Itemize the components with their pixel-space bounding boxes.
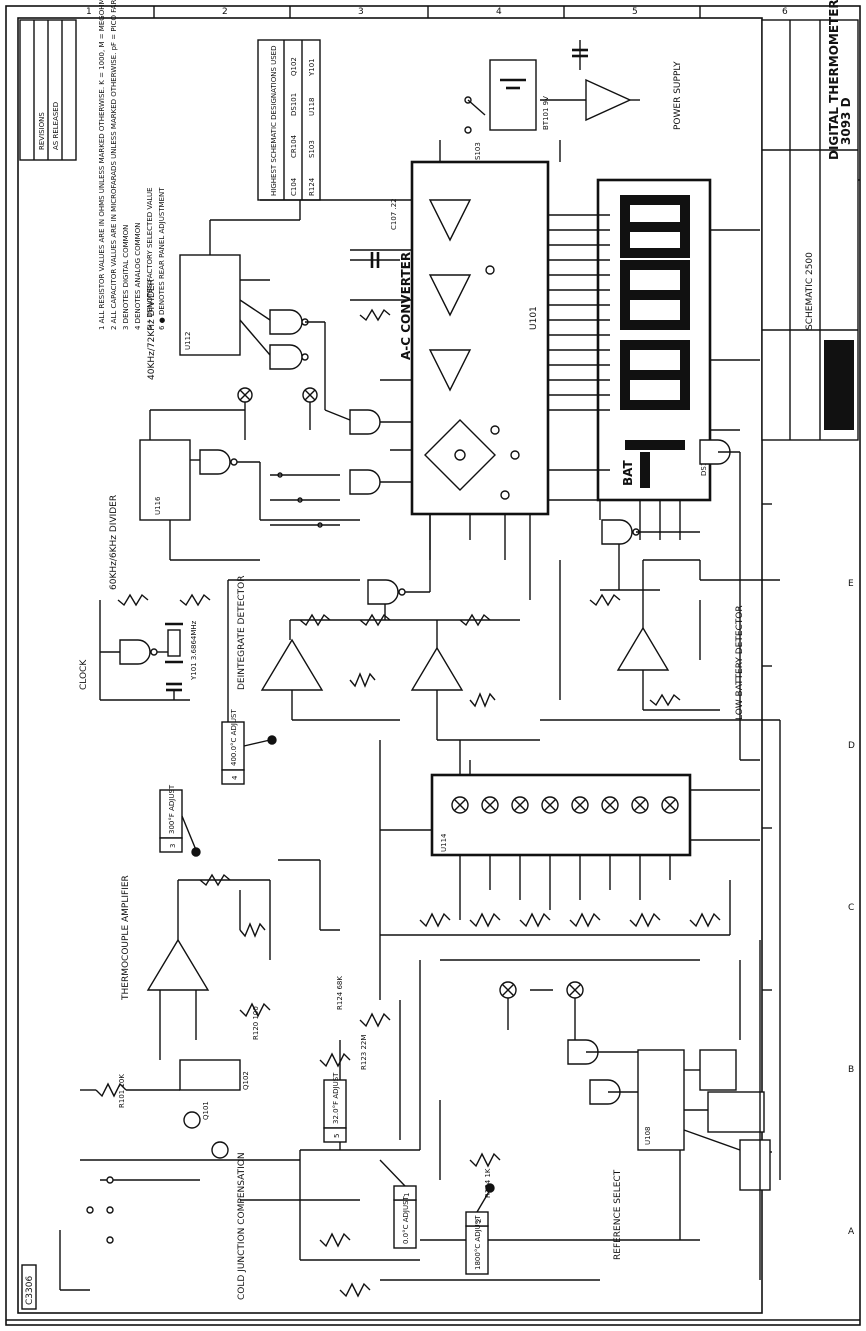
crystal-label: Y101 3.6864MHz bbox=[190, 620, 198, 681]
section-divider-40: 40KHz/72KHz DIVIDER bbox=[147, 279, 157, 380]
revision-entry: AS RELEASED bbox=[52, 102, 60, 150]
adjust-box-400c: 400.0°C ADJUST 4 bbox=[221, 709, 245, 785]
thermocouple-amplifier: THERMOCOUPLE AMPLIFIER Q101 Q102 bbox=[121, 859, 340, 1159]
note-4: 4 DENOTES ANALOG COMMON bbox=[134, 223, 142, 330]
adjust-box-32f: 32.0°F ADJUST 5 bbox=[323, 1072, 347, 1143]
table-cell: C104 bbox=[290, 177, 298, 196]
battery-label: BT101 9V bbox=[542, 96, 550, 130]
border-number: 1 bbox=[86, 7, 92, 17]
ac-converter-ic: A-C CONVERTER U101 bbox=[260, 160, 610, 600]
border-number: 2 bbox=[222, 7, 228, 17]
resistor-ladder bbox=[379, 860, 731, 1000]
svg-text:5: 5 bbox=[333, 1134, 341, 1138]
reference-logic: U108 REFERENCE SELECT bbox=[420, 940, 771, 1280]
adjust-pointers bbox=[181, 735, 495, 1213]
border-number: 5 bbox=[632, 7, 638, 17]
r124-label: R124 68K bbox=[336, 976, 344, 1010]
note-5: 5 * DENOTES FACTORY SELECTED VALUE bbox=[146, 187, 154, 330]
passive-network: R101 10K R104 1K R120 100 R124 68K R123 … bbox=[80, 976, 600, 1300]
section-ac-converter: A-C CONVERTER bbox=[399, 252, 413, 360]
low-battery-detector: LOW BATTERY DETECTOR bbox=[589, 439, 780, 761]
table-cell: DS101 bbox=[290, 93, 298, 116]
svg-text:1800°C ADJUST: 1800°C ADJUST bbox=[474, 1215, 482, 1270]
divider-40-72: U112 40KHz/72KHz DIVIDER bbox=[147, 200, 412, 495]
svg-text:2: 2 bbox=[475, 1219, 483, 1223]
svg-text:32.0°F ADJUST: 32.0°F ADJUST bbox=[332, 1072, 340, 1124]
adjust-box-300f: 300°F ADJUST 3 bbox=[159, 784, 183, 853]
r104-label: R104 1K bbox=[484, 1168, 492, 1198]
note-6: 6 ● DENOTES REAR PANEL ADJUSTMENT bbox=[158, 187, 166, 330]
border-letter: E bbox=[848, 579, 854, 589]
svg-text:300°F ADJUST: 300°F ADJUST bbox=[168, 784, 176, 834]
note-1: 1 ALL RESISTOR VALUES ARE IN OHMS UNLESS… bbox=[98, 0, 106, 330]
table-title: HIGHEST SCHEMATIC DESIGNATIONS USED bbox=[270, 46, 278, 197]
svg-text:0.0°C ADJUST: 0.0°C ADJUST bbox=[402, 1195, 410, 1244]
input-terminals bbox=[59, 1176, 114, 1291]
border-letter: A bbox=[848, 1227, 855, 1237]
note-2: 2 ALL CAPACITOR VALUES ARE IN MICROFARAD… bbox=[110, 0, 118, 330]
section-thermocouple: THERMOCOUPLE AMPLIFIER bbox=[121, 875, 131, 1001]
integrator-cap: C107 .22 bbox=[350, 198, 400, 322]
divider-60-6: U116 60KHz/6KHz DIVIDER bbox=[109, 409, 360, 590]
adjust-box-0c: 0.0°C ADJUST 1 bbox=[393, 1185, 417, 1249]
r120-label: R120 100 bbox=[252, 1006, 260, 1040]
r123-label: R123 22M bbox=[360, 1035, 368, 1070]
border-letter: C bbox=[848, 903, 854, 913]
analog-switch-ic: U114 bbox=[380, 740, 760, 920]
r101-label: R101 10K bbox=[118, 1074, 126, 1108]
adjust-box-1800c: 1800°C ADJUST 2 bbox=[465, 1211, 489, 1275]
title-line-1: SCHEMATIC 2500 bbox=[805, 252, 815, 330]
table-cell: R124 bbox=[308, 177, 316, 196]
power-supply: POWER SUPPLY BT101 9V S103 bbox=[439, 40, 683, 162]
border-number: 4 bbox=[496, 7, 502, 17]
table-cell: S103 bbox=[308, 140, 316, 158]
drawing-number: 3093 D bbox=[839, 97, 853, 145]
ic-label: U112 bbox=[184, 332, 192, 350]
table-cell: Q102 bbox=[290, 57, 298, 76]
q102-label: Q102 bbox=[242, 1071, 250, 1090]
note-3: 3 DENOTES DIGITAL COMMON bbox=[122, 225, 130, 330]
border-letter: D bbox=[848, 741, 855, 751]
interconnect-buses bbox=[379, 500, 781, 1180]
clock-section: CLOCK Y101 3.6864MHz bbox=[79, 593, 211, 701]
border-number: 6 bbox=[782, 7, 788, 17]
bat-annunciator: BAT bbox=[621, 459, 635, 486]
deintegrate-detector: DEINTEGRATE DETECTOR bbox=[227, 514, 540, 760]
svg-text:4: 4 bbox=[231, 775, 239, 780]
corner-code: C3306 bbox=[21, 1264, 37, 1310]
table-cell: U118 bbox=[308, 98, 316, 116]
ic-label: U108 bbox=[644, 1127, 652, 1145]
switch-label: S103 bbox=[474, 142, 482, 160]
svg-text:3: 3 bbox=[169, 844, 177, 848]
notes-block: 1 ALL RESISTOR VALUES ARE IN OHMS UNLESS… bbox=[98, 0, 166, 330]
section-power-supply: POWER SUPPLY bbox=[673, 61, 683, 130]
border-letter: B bbox=[848, 1065, 854, 1075]
revision-block: REVISIONS AS RELEASED bbox=[19, 19, 77, 161]
designations-table: HIGHEST SCHEMATIC DESIGNATIONS USED C104… bbox=[257, 39, 321, 201]
title-line-2: DIGITAL THERMOMETER bbox=[827, 0, 841, 160]
drawing-border bbox=[5, 5, 861, 1326]
svg-text:400.0°C ADJUST: 400.0°C ADJUST bbox=[230, 709, 238, 766]
title-block: SCHEMATIC 2500 DIGITAL THERMOMETER 3093 … bbox=[761, 0, 859, 441]
svg-text:1: 1 bbox=[403, 1193, 411, 1197]
section-reference-select: REFERENCE SELECT bbox=[613, 1169, 623, 1260]
ic-label: U101 bbox=[529, 306, 539, 330]
section-cold-junction: COLD JUNCTION COMPENSATION bbox=[237, 1152, 247, 1300]
section-clock: CLOCK bbox=[79, 659, 89, 690]
c107-label: C107 .22 bbox=[390, 198, 398, 230]
section-deintegrate: DEINTEGRATE DETECTOR bbox=[237, 576, 247, 690]
section-divider-60: 60KHz/6KHz DIVIDER bbox=[109, 495, 119, 590]
border-numbers: 1 2 3 4 5 6 bbox=[86, 7, 788, 17]
ic-label: U114 bbox=[440, 833, 448, 852]
table-cell: CR104 bbox=[290, 134, 298, 158]
revision-title: REVISIONS bbox=[38, 112, 46, 150]
ic-label: U116 bbox=[154, 496, 162, 515]
border-number: 3 bbox=[358, 7, 364, 17]
q101-label: Q101 bbox=[202, 1101, 210, 1120]
table-cell: Y101 bbox=[308, 58, 316, 77]
svg-text:C3306: C3306 bbox=[25, 1276, 35, 1305]
lcd-display: BAT DS101 bbox=[596, 178, 760, 540]
